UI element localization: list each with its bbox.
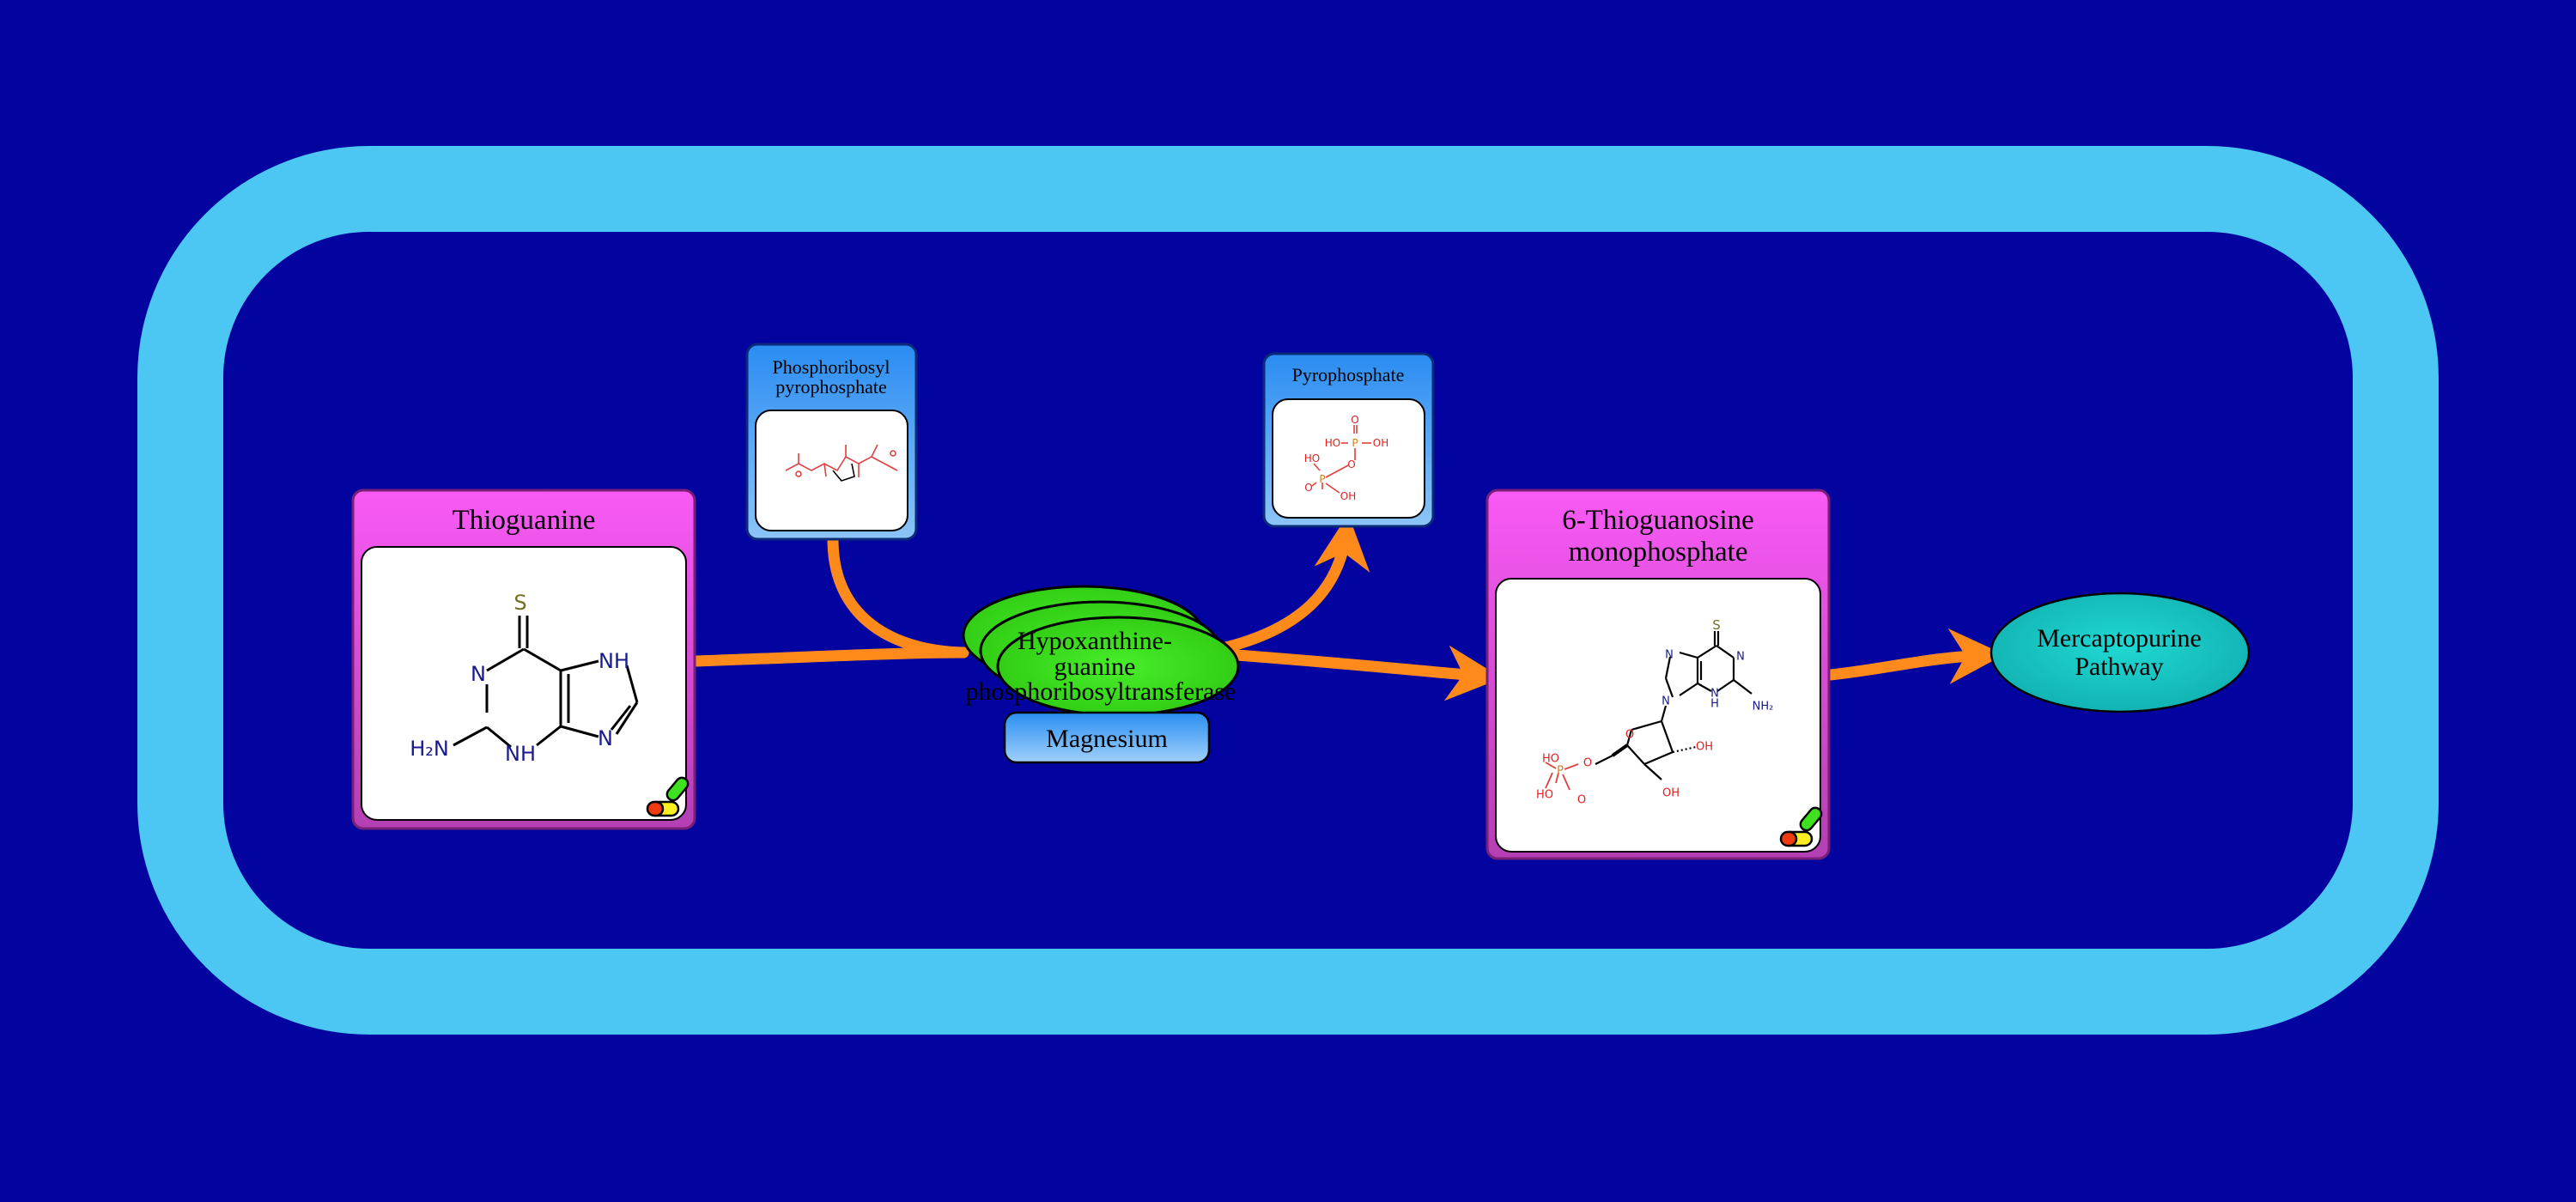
- pathway-mercaptopurine[interactable]: Mercaptopurine Pathway: [1990, 592, 2251, 713]
- arrow-tgmp-to-pathway: [1825, 628, 2005, 684]
- enzyme-name-line3: phosphoribosyltransferase: [966, 677, 1236, 706]
- thioguanine-structure: [453, 616, 639, 749]
- compound-prpp-name-line2: pyrophosphate: [775, 376, 887, 398]
- atom-nitrogen: N: [471, 662, 486, 686]
- enzyme-name-line2: guanine: [1054, 653, 1136, 681]
- atom-nitrogen: N: [1710, 688, 1719, 701]
- atom-oxygen: O: [1583, 757, 1592, 770]
- atom-hydroxyl: HO: [1325, 437, 1340, 449]
- tgmp-structure: [1595, 631, 1753, 780]
- pyrophosphate-structure: [1311, 425, 1371, 494]
- arrow-enzyme-to-tgmp: [1196, 645, 1503, 701]
- compound-prpp[interactable]: Phosphoribosyl pyrophosphate: [745, 343, 918, 541]
- pathway-name-line1: Mercaptopurine: [2037, 624, 2202, 653]
- atom-hydroxyl: OH: [1696, 741, 1713, 754]
- compound-ppi-name: Pyrophosphate: [1292, 364, 1405, 385]
- compound-tgmp-name-line2: monophosphate: [1569, 537, 1748, 568]
- atom-nitrogen: N: [1662, 695, 1670, 708]
- atom-hydroxyl: HO: [1536, 789, 1553, 802]
- tgmp-phosphate: [1545, 762, 1579, 791]
- atom-nh: NH: [598, 649, 629, 673]
- cell-membrane: [137, 146, 2439, 1035]
- atom-hydrogen: H: [1710, 698, 1719, 711]
- atom-hydroxyl: OH: [1662, 787, 1680, 800]
- atom-oxygen: O: [1351, 414, 1358, 426]
- arrow-thioguanine-to-enzyme: [691, 647, 969, 667]
- arrow-enzyme-to-ppi: [1196, 513, 1370, 659]
- pathway-name-line2: Pathway: [2075, 653, 2163, 681]
- atom-nh: NH: [505, 742, 536, 766]
- atom-nitrogen: N: [1665, 649, 1674, 662]
- atom-oxygen: O: [1625, 729, 1634, 742]
- compound-tgmp[interactable]: 6-Thioguanosine monophosphate: [1485, 489, 1831, 860]
- prpp-structure: [785, 444, 898, 482]
- compound-pyrophosphate[interactable]: Pyrophosphate O HO P OH O HO P O OH: [1262, 352, 1435, 528]
- atom-nitrogen: N: [1736, 651, 1745, 664]
- atom-oxygen: O: [1347, 458, 1355, 470]
- atom-amine: H₂N: [410, 737, 449, 761]
- atom-sulfur: S: [513, 591, 526, 615]
- enzyme-name-line1: Hypoxanthine-: [1018, 627, 1172, 655]
- arrow-prpp-to-enzyme: [827, 533, 969, 659]
- compound-tgmp-name-line1: 6-Thioguanosine: [1562, 505, 1754, 536]
- compound-thioguanine[interactable]: Thioguanine S N NH N NH H H₂N: [351, 489, 696, 830]
- cofactor-magnesium[interactable]: Magnesium: [1003, 711, 1211, 764]
- cofactor-name: Magnesium: [1046, 725, 1168, 753]
- compound-prpp-name-line1: Phosphoribosyl: [773, 356, 890, 378]
- atom-phosphorus: P: [1319, 473, 1325, 485]
- compound-thioguanine-name: Thioguanine: [453, 505, 596, 536]
- atom-oxygen: O: [1577, 794, 1586, 807]
- atom-sulfur: S: [1712, 617, 1721, 633]
- atom-hydroxyl: HO: [1542, 753, 1559, 766]
- enzyme-hgprt[interactable]: Hypoxanthine- guanine phosphoribosyltran…: [962, 585, 1240, 717]
- atom-oxygen: O: [1304, 482, 1312, 494]
- atom-amine: NH₂: [1753, 701, 1774, 713]
- atom-hydroxyl: OH: [1373, 437, 1388, 449]
- atom-phosphorus: P: [1352, 437, 1358, 449]
- atom-hydroxyl: OH: [1340, 490, 1356, 502]
- atom-phosphorus: P: [1557, 765, 1564, 778]
- atom-nitrogen: N: [598, 726, 613, 750]
- reaction-arrows: [691, 513, 2005, 701]
- atom-hydroxyl: HO: [1304, 452, 1320, 464]
